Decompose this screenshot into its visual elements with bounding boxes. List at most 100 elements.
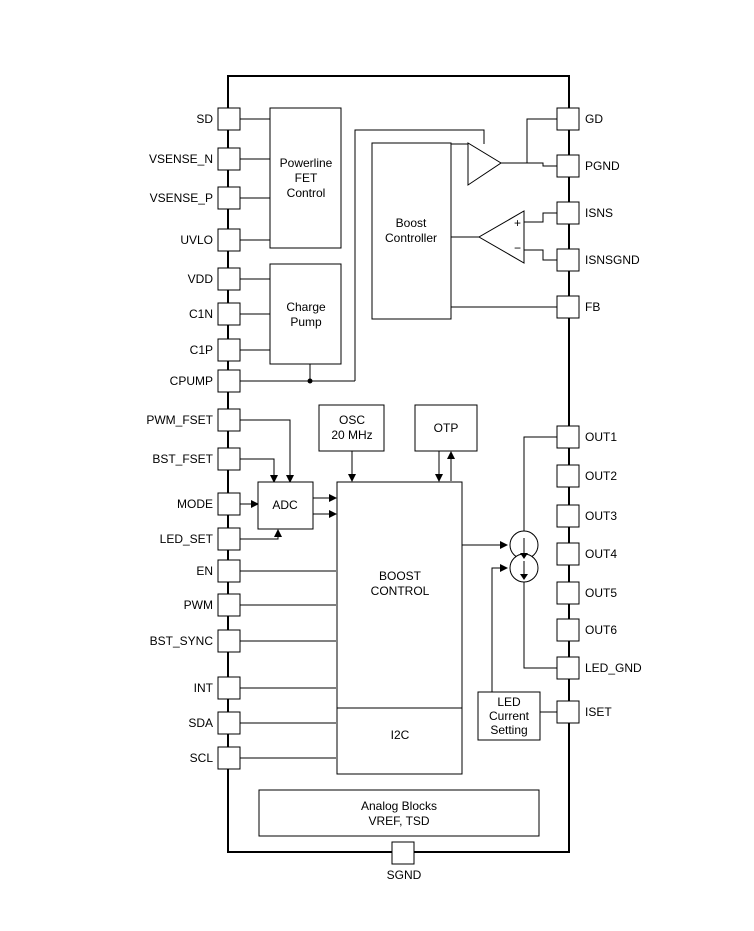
- pin-vsense-p: [217, 186, 241, 210]
- pin-out2: [556, 464, 580, 488]
- pin-isns: [556, 201, 580, 225]
- charge-pump-label-1: Charge: [286, 300, 326, 314]
- pin-label-led-set: LED_SET: [160, 532, 214, 546]
- pin-en: [217, 559, 241, 583]
- pin-scl: [217, 746, 241, 770]
- pin-label-uvlo: UVLO: [180, 233, 213, 247]
- pin-out4: [556, 542, 580, 566]
- led-current-label-1: LED: [497, 695, 521, 709]
- pin-label-out2: OUT2: [585, 469, 617, 483]
- pin-mode: [217, 492, 241, 516]
- current-sense-amplifier: [478, 210, 525, 264]
- pin-out5: [556, 581, 580, 605]
- pin-out1: [556, 425, 580, 449]
- pin-label-isnsgnd: ISNSGND: [585, 253, 640, 267]
- pin-led-gnd: [556, 656, 580, 680]
- boost-control-label-2: CONTROL: [371, 584, 430, 598]
- pin-cpump: [217, 369, 241, 393]
- analog-label-1: Analog Blocks: [361, 799, 437, 813]
- pin-label-out5: OUT5: [585, 586, 617, 600]
- boost-controller-label-2: Controller: [385, 231, 437, 245]
- powerline-fet-control-block: [269, 107, 342, 249]
- right-pins: GD PGND ISNS ISNSGND FB OUT1OUT2OUT3OUT4OUT5O…: [556, 107, 642, 724]
- pin-label-out3: OUT3: [585, 509, 617, 523]
- pin-uvlo: [217, 228, 241, 252]
- pin-pwm-fset: [217, 408, 241, 432]
- pin-label-vdd: VDD: [188, 272, 214, 286]
- pin-label-sd: SD: [196, 112, 213, 126]
- pin-out3: [556, 504, 580, 528]
- analog-blocks: [258, 789, 540, 837]
- pin-label-c1n: C1N: [189, 307, 213, 321]
- pin-label-iset: ISET: [585, 705, 612, 719]
- pin-label-sgnd: SGND: [387, 868, 422, 882]
- gate-driver-buffer: [467, 142, 502, 186]
- pin-isnsgnd: [556, 248, 580, 272]
- pin-led-set: [217, 527, 241, 551]
- pin-label-mode: MODE: [177, 497, 213, 511]
- pin-label-bst-sync: BST_SYNC: [150, 634, 214, 648]
- osc-block: [318, 404, 385, 452]
- adc-block: [257, 481, 314, 530]
- charge-pump-block: [269, 263, 342, 365]
- opamp-plus-sign: +: [514, 216, 521, 230]
- pin-c1p: [217, 338, 241, 362]
- pin-label-pwm-fset: PWM_FSET: [146, 413, 213, 427]
- pin-label-int: INT: [194, 681, 214, 695]
- osc-label-1: OSC: [339, 413, 365, 427]
- pin-pwm: [217, 593, 241, 617]
- pin-label-vsense-n: VSENSE_N: [149, 152, 213, 166]
- boost-controller-label-1: Boost: [396, 216, 427, 230]
- pin-sd: [217, 107, 241, 131]
- pin-bst-fset: [217, 447, 241, 471]
- osc-label-2: 20 MHz: [331, 428, 372, 442]
- powerline-label-2: FET: [295, 171, 318, 185]
- pin-sgnd: [391, 841, 415, 865]
- opamp-minus-sign: −: [514, 241, 521, 255]
- pin-fb: [556, 295, 580, 319]
- pin-label-out4: OUT4: [585, 547, 617, 561]
- pin-vdd: [217, 267, 241, 291]
- pin-gd: [556, 107, 580, 131]
- pin-label-pgnd: PGND: [585, 159, 620, 173]
- boost-controller-block: [371, 142, 452, 320]
- pin-label-c1p: C1P: [190, 343, 213, 357]
- led-current-label-3: Setting: [490, 723, 527, 737]
- otp-block: [414, 404, 478, 452]
- pin-label-gd: GD: [585, 112, 603, 126]
- pin-label-en: EN: [196, 564, 213, 578]
- boost-control-label-1: BOOST: [379, 569, 422, 583]
- pin-iset: [556, 700, 580, 724]
- led-current-label-2: Current: [489, 709, 530, 723]
- pin-sda: [217, 711, 241, 735]
- pin-label-pwm: PWM: [184, 598, 213, 612]
- pin-label-sda: SDA: [188, 716, 213, 730]
- left-pins: SD VSENSE_N VSENSE_P UVLO VDD C1N C1P CPUMP PWM_…: [146, 107, 241, 770]
- pin-out6: [556, 618, 580, 642]
- pin-label-bst-fset: BST_FSET: [152, 452, 213, 466]
- pin-c1n: [217, 302, 241, 326]
- powerline-label-1: Powerline: [280, 156, 333, 170]
- boost-control-block: [336, 481, 463, 775]
- pin-label-out1: OUT1: [585, 430, 617, 444]
- pin-label-scl: SCL: [190, 751, 214, 765]
- pin-label-isns: ISNS: [585, 206, 613, 220]
- adc-label: ADC: [272, 498, 298, 512]
- led-current-setting-block: [477, 691, 541, 741]
- analog-label-2: VREF, TSD: [368, 814, 429, 828]
- pin-label-led-gnd: LED_GND: [585, 661, 642, 675]
- pin-pgnd: [556, 154, 580, 178]
- wires: [240, 118, 557, 759]
- pin-bst-sync: [217, 629, 241, 653]
- powerline-label-3: Control: [287, 186, 326, 200]
- pin-vsense-n: [217, 147, 241, 171]
- pin-int: [217, 676, 241, 700]
- pin-label-vsense-p: VSENSE_P: [150, 191, 213, 205]
- charge-pump-label-2: Pump: [290, 315, 322, 329]
- pin-label-fb: FB: [585, 300, 600, 314]
- i2c-label: I2C: [391, 728, 410, 742]
- pin-label-out6: OUT6: [585, 623, 617, 637]
- otp-label: OTP: [434, 421, 459, 435]
- pin-label-cpump: CPUMP: [170, 374, 213, 388]
